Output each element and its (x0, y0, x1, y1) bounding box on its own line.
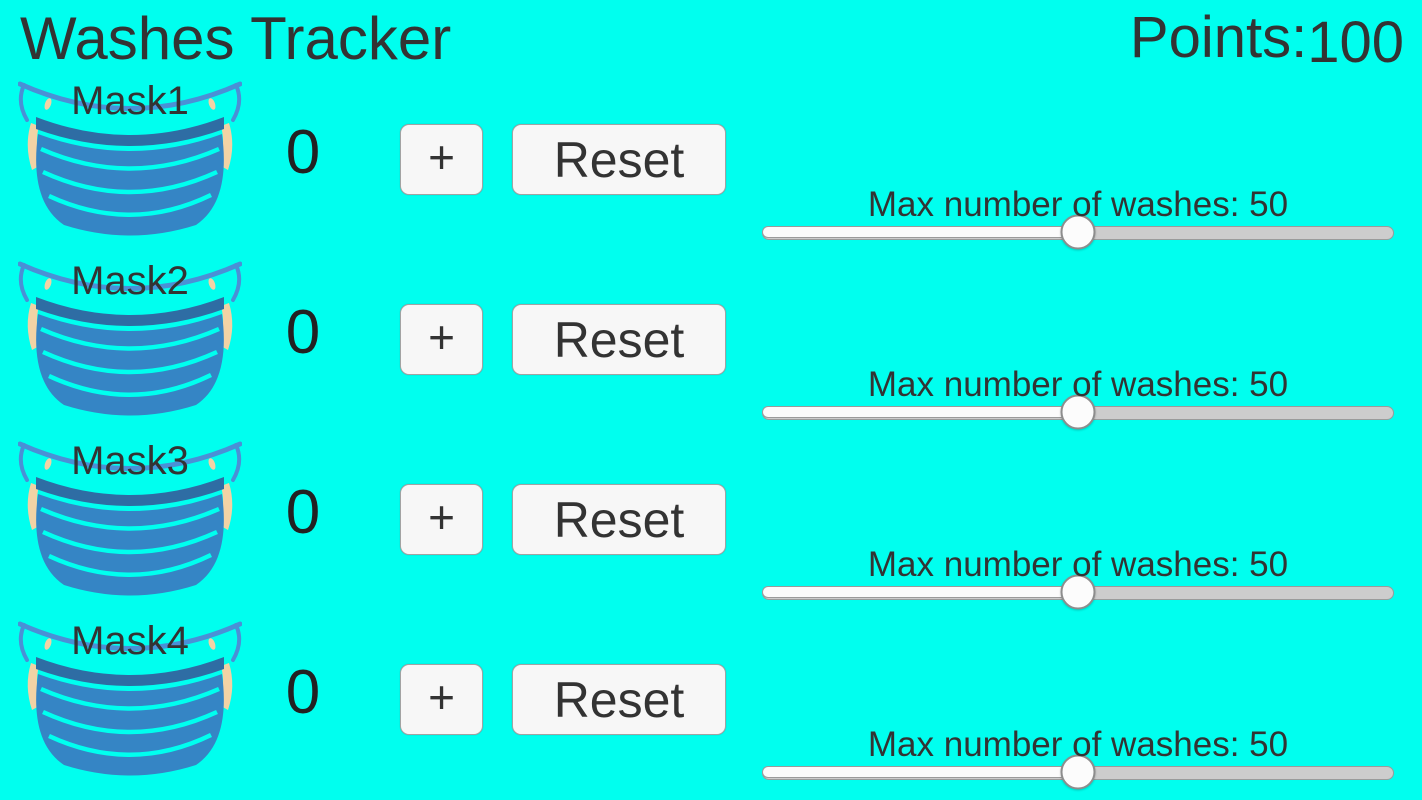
increment-button[interactable]: + (400, 664, 483, 735)
reset-button[interactable]: Reset (512, 304, 726, 375)
reset-button[interactable]: Reset (512, 124, 726, 195)
max-washes-slider[interactable] (762, 214, 1394, 250)
reset-button[interactable]: Reset (512, 484, 726, 555)
mask-row: Mask3 0 + Reset Max number of washes: 50 (0, 435, 1422, 615)
max-washes-label: Max number of washes: 50 (867, 725, 1289, 764)
points-value: 100 (1307, 10, 1404, 75)
slider-track-filled[interactable] (762, 406, 1078, 418)
mask-image: Mask4 (18, 615, 242, 783)
increment-button[interactable]: + (400, 124, 483, 195)
wash-count: 0 (285, 118, 321, 187)
slider-thumb[interactable] (1060, 574, 1096, 610)
slider-track-filled[interactable] (762, 766, 1078, 778)
slider-track-filled[interactable] (762, 586, 1078, 598)
reset-button[interactable]: Reset (512, 664, 726, 735)
wash-count: 0 (285, 298, 321, 367)
slider-thumb[interactable] (1060, 394, 1096, 430)
max-washes-slider[interactable] (762, 574, 1394, 610)
increment-button[interactable]: + (400, 484, 483, 555)
max-washes-label: Max number of washes: 50 (867, 185, 1289, 224)
increment-button[interactable]: + (400, 304, 483, 375)
mask-name-label: Mask4 (71, 619, 189, 663)
mask-row: Mask2 0 + Reset Max number of washes: 50 (0, 255, 1422, 435)
max-washes-label: Max number of washes: 50 (867, 365, 1289, 404)
mask-name-label: Mask1 (71, 79, 189, 123)
page-title: Washes Tracker (20, 5, 452, 72)
mask-name-label: Mask3 (71, 439, 189, 483)
mask-image: Mask2 (18, 255, 242, 423)
mask-row: Mask1 0 + Reset Max number of washes: 50 (0, 75, 1422, 255)
wash-count: 0 (285, 478, 321, 547)
max-washes-slider[interactable] (762, 394, 1394, 430)
max-washes-label: Max number of washes: 50 (867, 545, 1289, 584)
points-label: Points: (1129, 5, 1308, 70)
slider-track-filled[interactable] (762, 226, 1078, 238)
slider-thumb[interactable] (1060, 754, 1096, 790)
points-display: Points:100 (1129, 5, 1404, 75)
mask-image: Mask3 (18, 435, 242, 603)
slider-thumb[interactable] (1060, 214, 1096, 250)
mask-image: Mask1 (18, 75, 242, 243)
mask-row: Mask4 0 + Reset Max number of washes: 50 (0, 615, 1422, 795)
wash-count: 0 (285, 658, 321, 727)
max-washes-slider[interactable] (762, 754, 1394, 790)
mask-name-label: Mask2 (71, 259, 189, 303)
